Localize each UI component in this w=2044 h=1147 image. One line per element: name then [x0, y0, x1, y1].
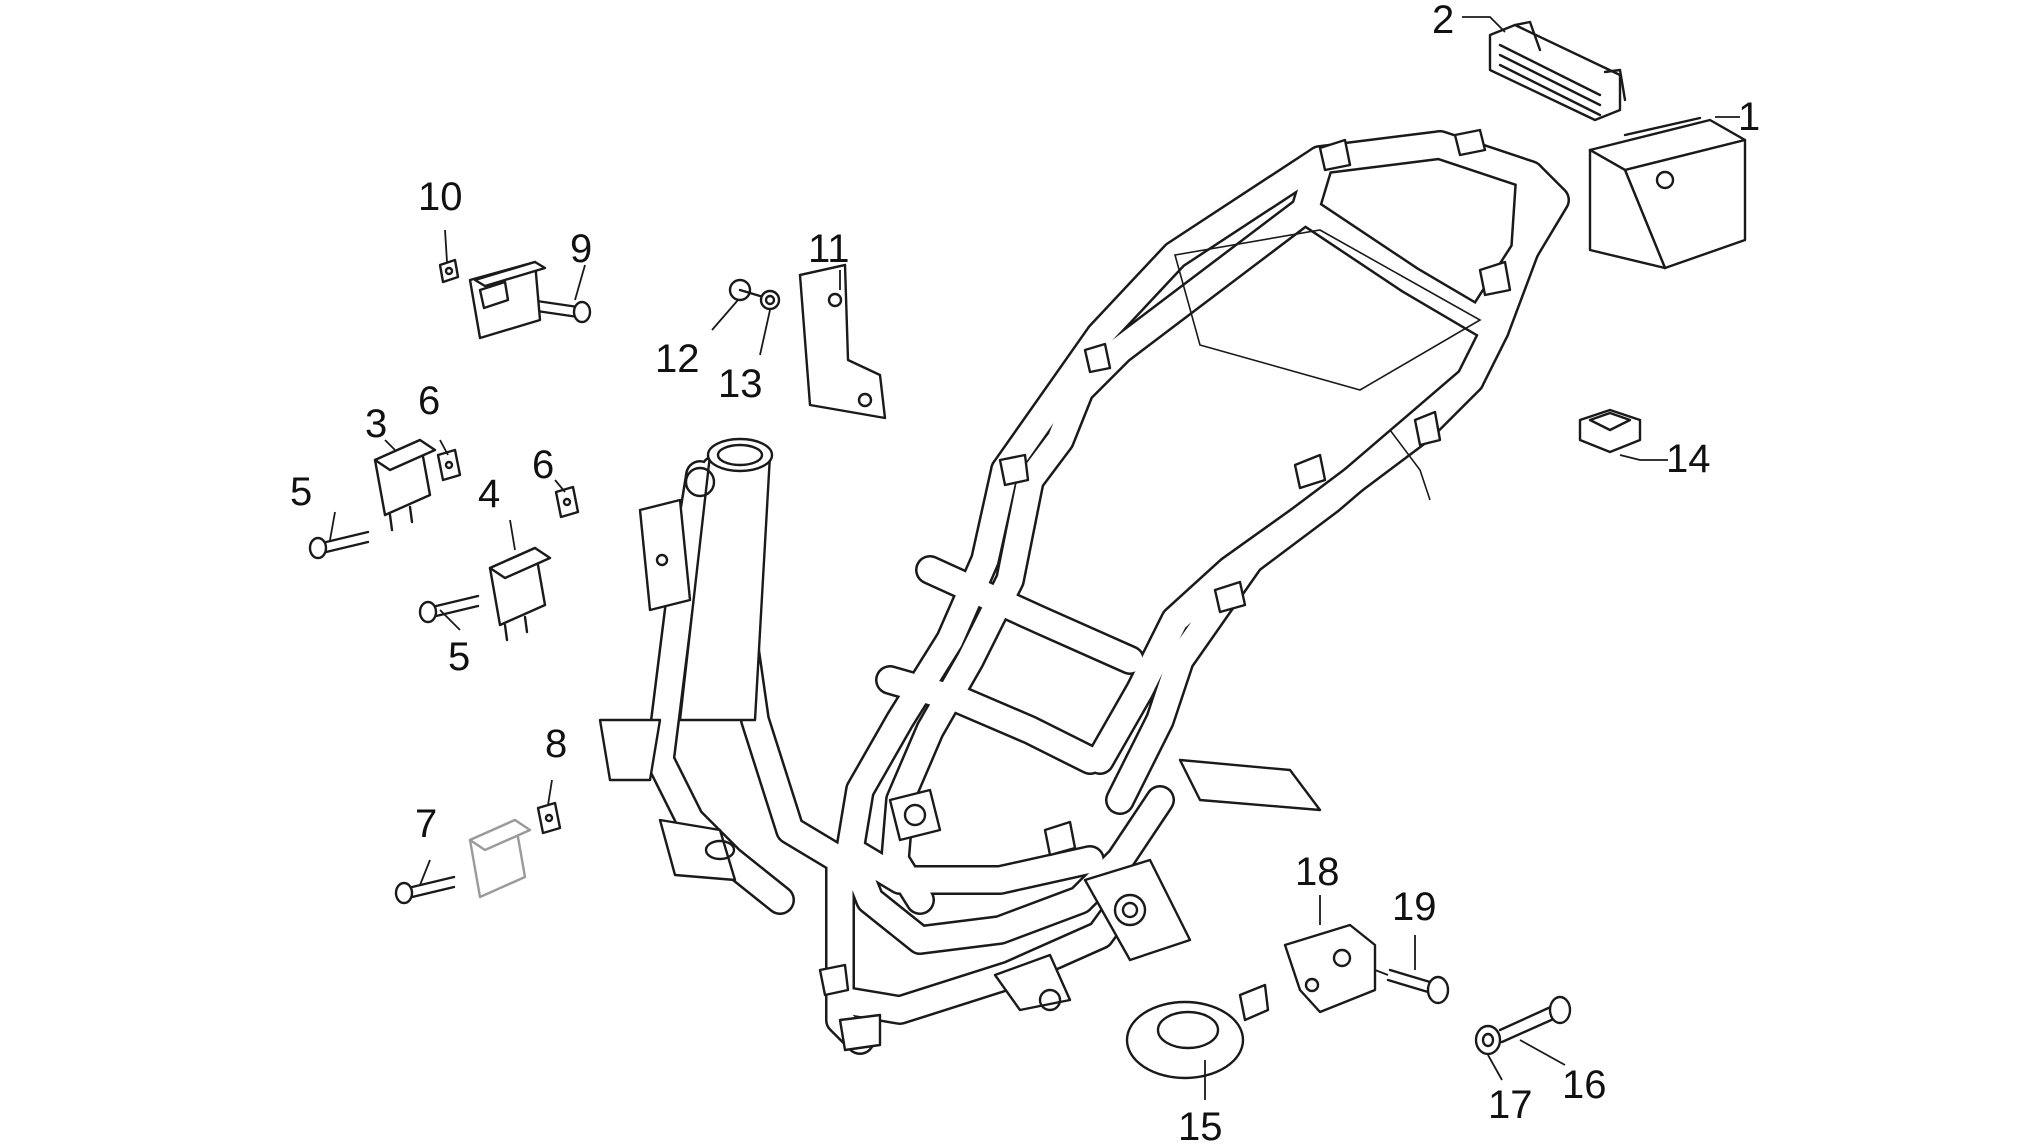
washer-17-part [1474, 1024, 1502, 1056]
callout-19: 19 [1392, 885, 1437, 929]
battery-strap-part [1488, 20, 1627, 122]
clip-8-part [536, 801, 562, 835]
callout-9: 9 [570, 227, 592, 271]
screw-7-part [394, 875, 456, 905]
callout-5a: 5 [290, 470, 312, 514]
horn-bracket-18-part [1283, 923, 1377, 1014]
callout-13: 13 [718, 362, 763, 406]
callout-12: 12 [655, 337, 700, 381]
callout-11: 11 [808, 227, 850, 271]
callout-14: 14 [1666, 437, 1711, 481]
callout-7: 7 [415, 802, 437, 846]
callout-3: 3 [365, 402, 387, 446]
bolt-12-part [728, 278, 762, 302]
washer-13-part [759, 289, 781, 311]
battery-part [1588, 116, 1747, 270]
bracket-11-part [798, 263, 887, 420]
callout-6b: 6 [532, 443, 554, 487]
callout-5b: 5 [448, 635, 470, 679]
callout-4: 4 [478, 472, 500, 516]
callout-17: 17 [1488, 1083, 1533, 1127]
screw-5a-part [308, 530, 370, 560]
steering-head [598, 437, 774, 782]
callout-1: 1 [1738, 95, 1760, 139]
clip-6a-part [436, 448, 462, 482]
callout-labels: 1 2 3 4 5 5 6 6 7 8 9 10 11 12 13 14 15 … [290, 0, 1760, 1147]
clip-6b-part [554, 485, 580, 519]
bolt-19-part [1374, 968, 1450, 1005]
callout-15: 15 [1178, 1105, 1223, 1147]
screw-5b-part [418, 594, 480, 624]
bolt-16-part [1498, 995, 1572, 1044]
relay-4-part [488, 546, 552, 642]
holder-14-part [1578, 408, 1642, 454]
control-unit-10-part [438, 258, 547, 340]
callout-18: 18 [1295, 850, 1340, 894]
callout-6a: 6 [418, 379, 440, 423]
callout-2: 2 [1432, 0, 1454, 42]
leader-lines [329, 16, 1740, 1100]
callout-10: 10 [418, 175, 463, 219]
relay-7-part [468, 818, 532, 899]
callout-16: 16 [1562, 1063, 1607, 1107]
horn-15-part [1125, 983, 1270, 1080]
relay-3-part [373, 438, 437, 532]
callout-8: 8 [545, 722, 567, 766]
scooter-frame [598, 128, 1570, 1055]
